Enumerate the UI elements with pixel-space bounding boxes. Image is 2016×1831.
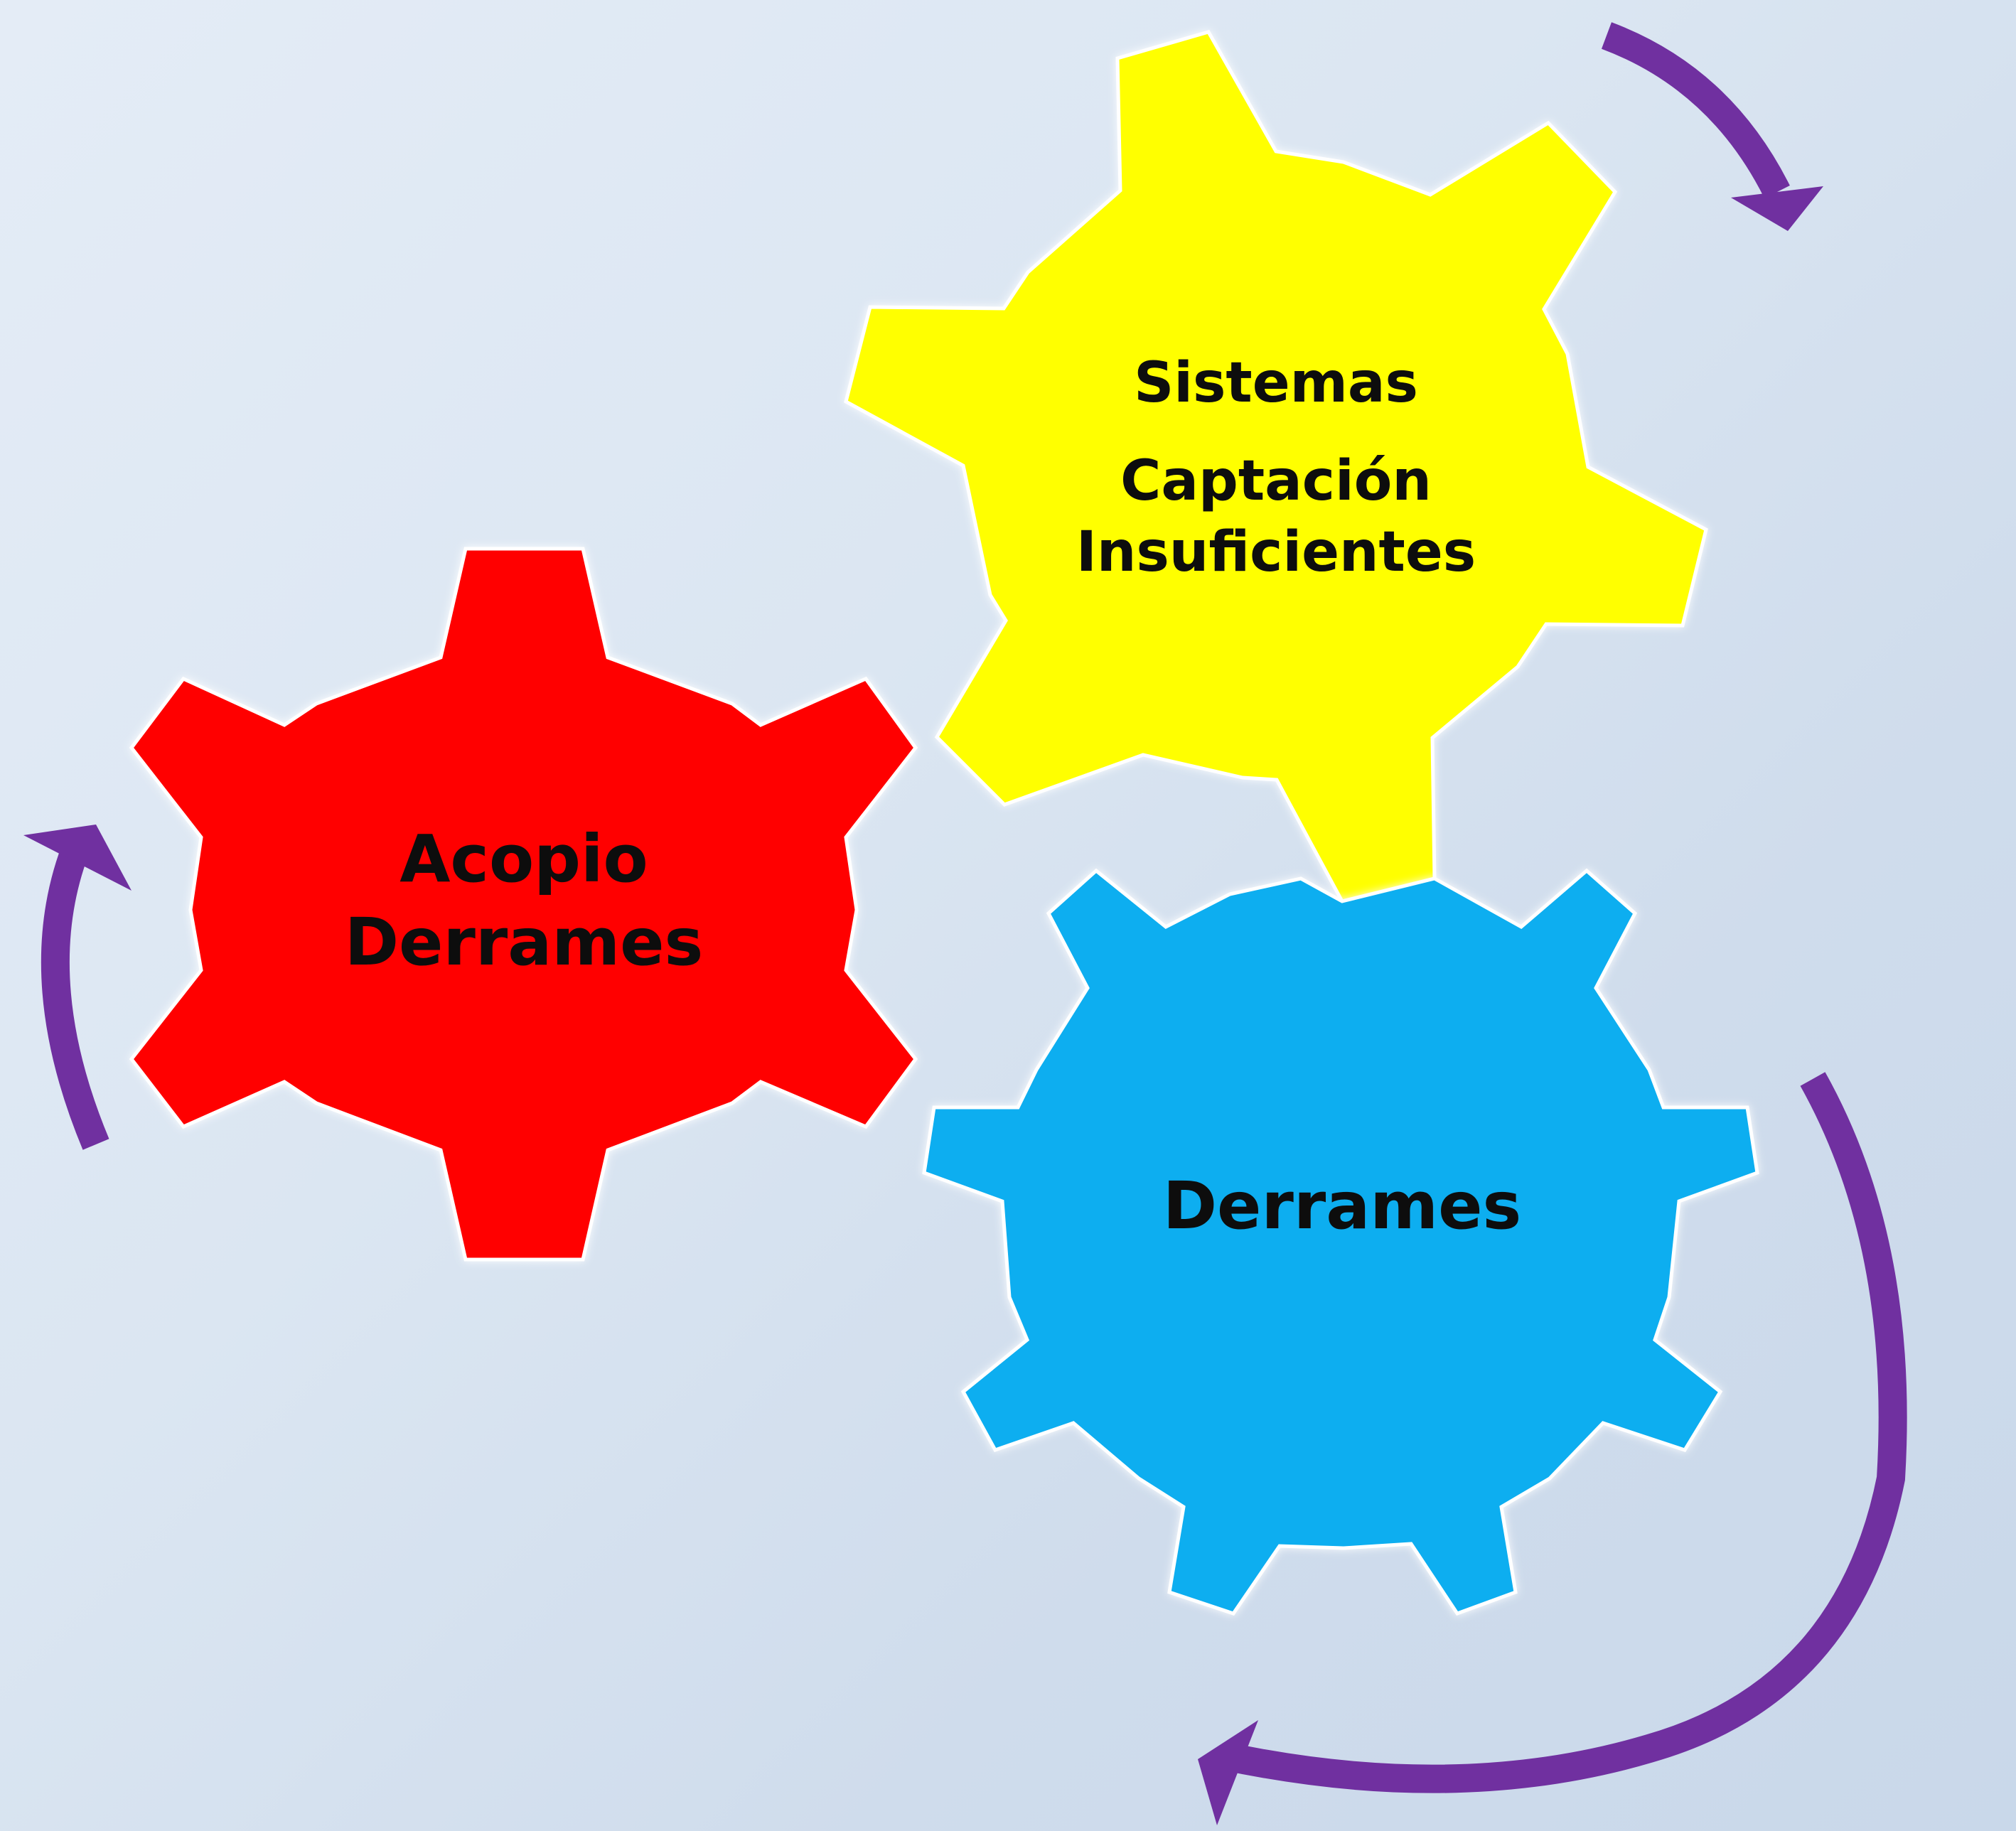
red-gear-label-line-2: Derrames: [345, 904, 704, 980]
red-gear-label-line-1: Acopio: [400, 821, 648, 897]
red-gear: Acopio Derrames: [129, 547, 918, 1262]
yellow-gear: Sistemas Captación Insuficientes: [844, 30, 1708, 903]
yellow-gear-label-line-1: Sistemas: [1134, 351, 1418, 415]
yellow-gear-label-line-3: Insuficientes: [1076, 520, 1476, 584]
yellow-gear-label-line-2: Captación: [1120, 449, 1432, 513]
blue-gear-label: Derrames: [1163, 1168, 1522, 1244]
left-rotation-arrow-icon: [23, 825, 132, 1150]
blue-gear: Derrames: [922, 868, 1759, 1616]
bottom-right-rotation-arrow-icon: [1198, 1072, 1907, 1825]
top-right-rotation-arrow-icon: [1601, 22, 1823, 231]
